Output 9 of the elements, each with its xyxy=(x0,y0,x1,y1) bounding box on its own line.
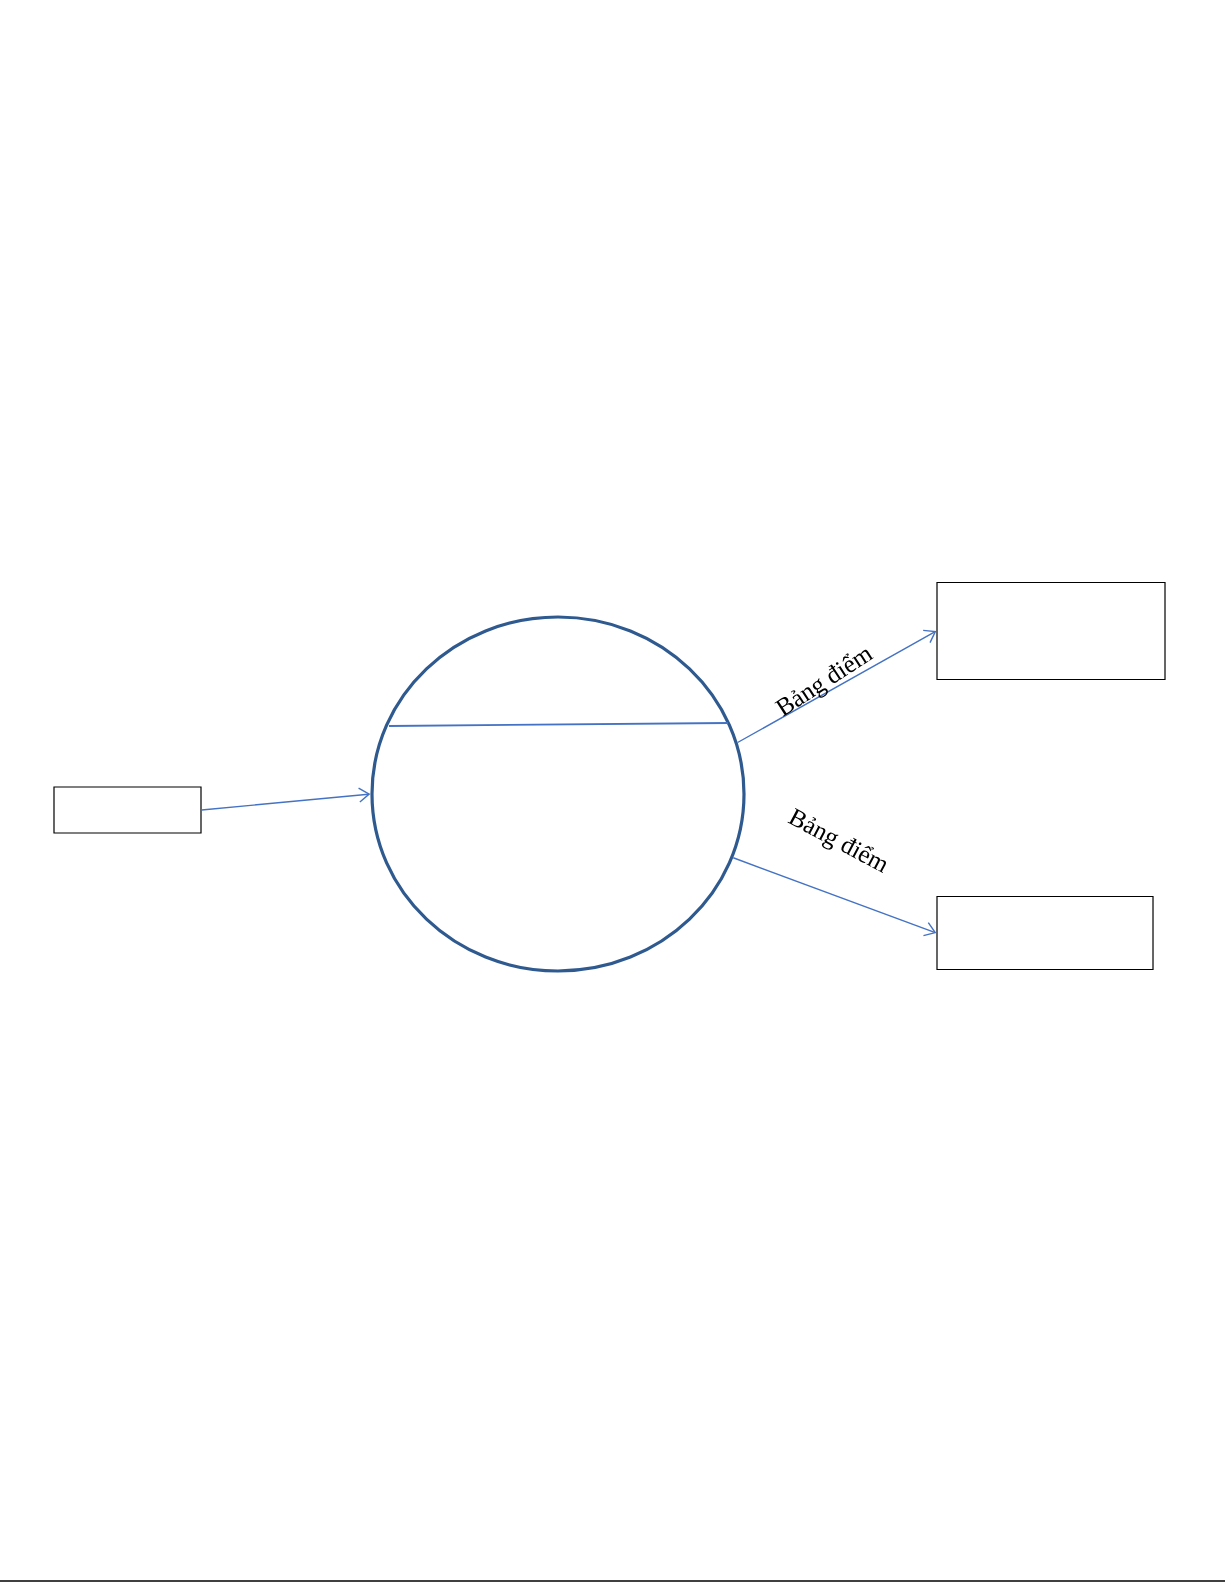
edge-label: Bảng điểm xyxy=(774,649,874,717)
edge-label: Bảng điểm xyxy=(787,807,887,874)
process-circle xyxy=(370,615,746,973)
arrow xyxy=(732,857,937,937)
external-entity-box xyxy=(936,581,1166,681)
external-entity-box xyxy=(936,895,1154,971)
external-entity-box xyxy=(53,786,202,834)
arrow xyxy=(200,787,371,811)
arrow xyxy=(736,629,937,744)
